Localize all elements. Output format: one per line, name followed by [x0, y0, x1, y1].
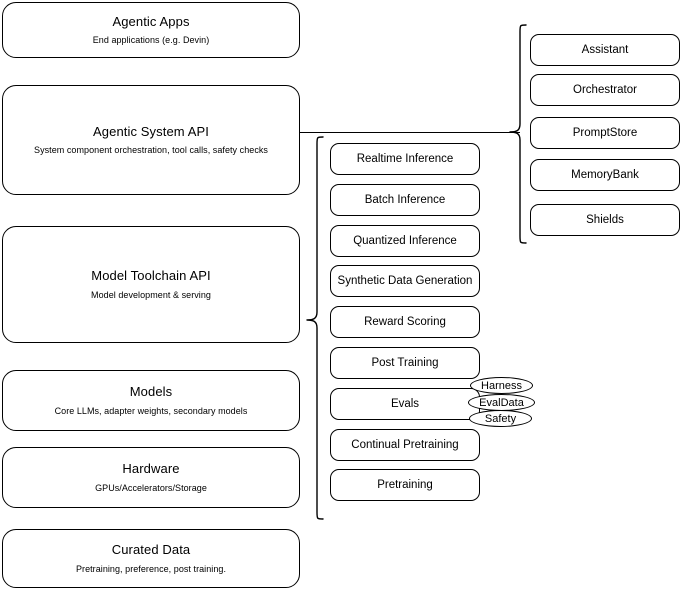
- evals-pill-label: EvalData: [479, 396, 524, 409]
- layer-title: Model Toolchain API: [91, 268, 211, 284]
- agentic-box-promptstore[interactable]: PromptStore: [530, 117, 680, 149]
- toolchain-box-label: Quantized Inference: [353, 234, 457, 247]
- layer-agentic-apps: Agentic Apps End applications (e.g. Devi…: [2, 2, 300, 58]
- agentic-box-label: Shields: [586, 213, 624, 226]
- toolchain-box-label: Reward Scoring: [364, 315, 446, 328]
- toolchain-box-continual-pretraining[interactable]: Continual Pretraining: [330, 429, 480, 461]
- layer-title: Models: [129, 384, 173, 400]
- toolchain-box-label: Evals: [390, 397, 420, 410]
- toolchain-box-label: Pretraining: [377, 478, 433, 491]
- agentic-box-assistant[interactable]: Assistant: [530, 34, 680, 66]
- evals-pill-label: Safety: [484, 412, 517, 425]
- toolchain-box-label: Post Training: [371, 356, 439, 369]
- layer-subtitle: End applications (e.g. Devin): [92, 35, 210, 45]
- toolchain-box-batch-inference[interactable]: Batch Inference: [330, 184, 480, 216]
- evals-pill-label: Harness: [481, 379, 522, 392]
- layer-title: Agentic Apps: [112, 13, 190, 29]
- brace-agentic-system-components: [503, 24, 527, 244]
- toolchain-box-label: Realtime Inference: [356, 152, 454, 165]
- agentic-box-label: PromptStore: [572, 126, 638, 139]
- evals-pill-harness[interactable]: Harness: [470, 377, 533, 394]
- toolchain-box-evals[interactable]: Evals: [330, 388, 480, 420]
- toolchain-box-label: Continual Pretraining: [351, 438, 459, 451]
- layer-curated-data: Curated Data Pretraining, preference, po…: [2, 529, 300, 588]
- layer-subtitle: Pretraining, preference, post training.: [75, 563, 227, 574]
- toolchain-box-quantized-inference[interactable]: Quantized Inference: [330, 225, 480, 257]
- toolchain-box-synthetic-data-generation[interactable]: Synthetic Data Generation: [330, 265, 480, 297]
- toolchain-box-reward-scoring[interactable]: Reward Scoring: [330, 306, 480, 338]
- layer-model-toolchain-api: Model Toolchain API Model development & …: [2, 226, 300, 343]
- toolchain-box-realtime-inference[interactable]: Realtime Inference: [330, 143, 480, 175]
- toolchain-box-label: Batch Inference: [364, 193, 446, 206]
- agentic-box-orchestrator[interactable]: Orchestrator: [530, 74, 680, 106]
- agentic-box-label: Orchestrator: [573, 83, 637, 96]
- agentic-box-label: MemoryBank: [571, 168, 639, 181]
- toolchain-box-pretraining[interactable]: Pretraining: [330, 469, 480, 501]
- layer-subtitle: System component orchestration, tool cal…: [34, 145, 268, 155]
- toolchain-box-post-training[interactable]: Post Training: [330, 347, 480, 379]
- agentic-box-shields[interactable]: Shields: [530, 204, 680, 236]
- layer-hardware: Hardware GPUs/Accelerators/Storage: [2, 447, 300, 508]
- layer-agentic-system-api: Agentic System API System component orch…: [2, 85, 300, 195]
- layer-title: Agentic System API: [93, 123, 209, 139]
- layer-title: Curated Data: [111, 542, 191, 558]
- layer-subtitle: Core LLMs, adapter weights, secondary mo…: [54, 405, 248, 416]
- evals-pill-evaldata[interactable]: EvalData: [468, 394, 535, 411]
- layer-models: Models Core LLMs, adapter weights, secon…: [2, 370, 300, 431]
- layer-title: Hardware: [122, 461, 180, 477]
- layer-subtitle: GPUs/Accelerators/Storage: [95, 482, 207, 493]
- evals-pill-safety[interactable]: Safety: [469, 410, 532, 427]
- brace-toolchain-components: [300, 136, 324, 520]
- agentic-box-label: Assistant: [581, 43, 629, 56]
- agentic-box-memorybank[interactable]: MemoryBank: [530, 159, 680, 191]
- layer-subtitle: Model development & serving: [91, 289, 211, 300]
- toolchain-box-label: Synthetic Data Generation: [337, 274, 473, 287]
- connector-agentic-system-to-components: [300, 132, 520, 133]
